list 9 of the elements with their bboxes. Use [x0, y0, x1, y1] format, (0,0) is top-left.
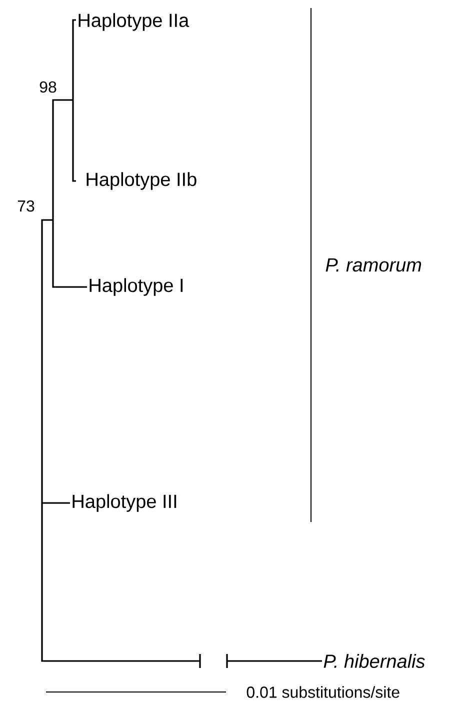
taxon-label: Haplotype IIb	[86, 172, 196, 190]
scale-label: 0.01 substitutions/site	[246, 686, 400, 698]
taxon-label: P. hibernalis	[324, 654, 425, 668]
bootstrap-value: 73	[18, 200, 34, 212]
taxon-label: Haplotype I	[90, 278, 183, 296]
taxon-label: Haplotype IIa	[78, 13, 190, 31]
bootstrap-value: 98	[40, 81, 56, 93]
taxon-label: Haplotype III	[72, 494, 176, 512]
clade-label: P. ramorum	[326, 258, 422, 272]
